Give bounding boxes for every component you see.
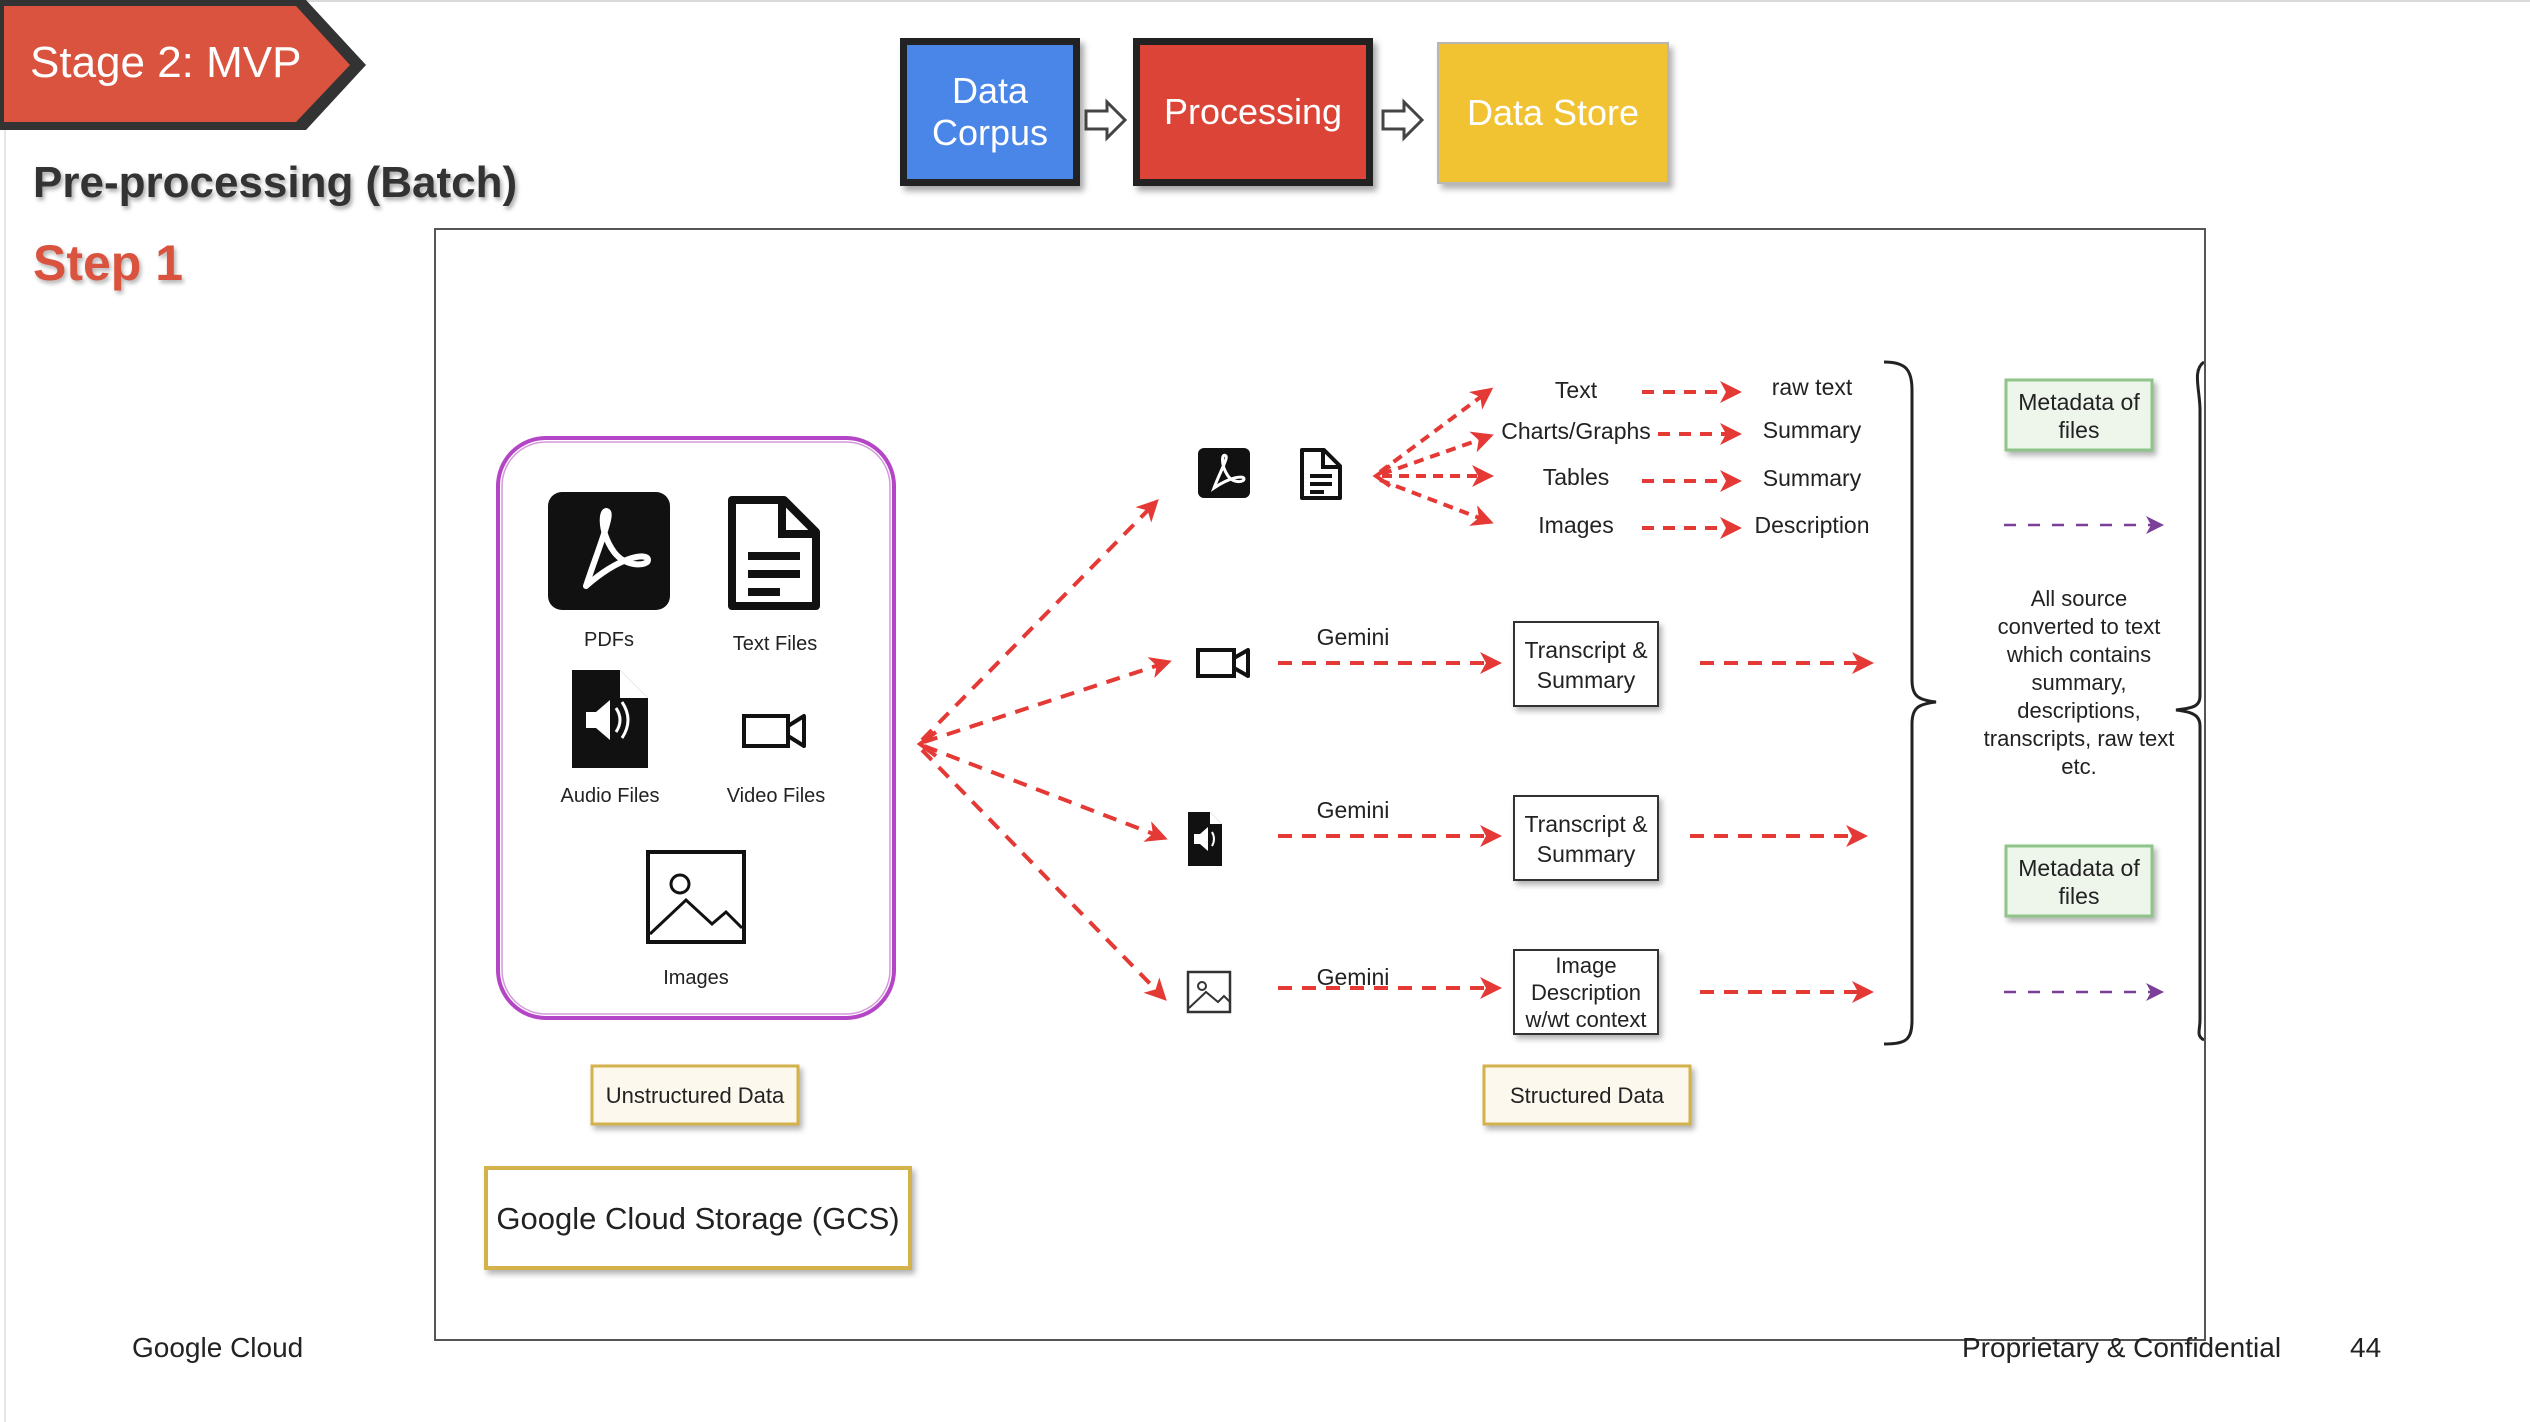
unstructured-container (496, 436, 896, 1020)
unstructured-data-box (590, 1064, 800, 1126)
audio-output-line2: Summary (1537, 841, 1636, 867)
source-label-pdfs: PDFs (584, 629, 634, 651)
video-output-line1: Transcript & (1524, 637, 1647, 663)
structured-data-label: Structured Data (1510, 1083, 1665, 1108)
source-label-audio-files: Audio Files (561, 785, 660, 807)
fanout-arrow-video (923, 657, 1172, 744)
pipeline-data-corpus: Data Corpus (900, 38, 1080, 186)
curly-brace-left (1883, 360, 1937, 1046)
summary-note-line6: transcripts, raw text (1984, 726, 2175, 751)
pdf-icon (548, 492, 670, 610)
pipeline-arrow-icon (1381, 98, 1425, 142)
pipeline-arrow-icon (1084, 98, 1128, 142)
audio-output-line1: Transcript & (1524, 811, 1647, 837)
summary-note-line7: etc. (2061, 754, 2096, 779)
diagram-frame: PDFs Text Files Audio Files Video Files (434, 228, 2206, 1341)
gemini-label-image: Gemini (1317, 964, 1390, 990)
metadata-top-line1: Metadata of (2018, 389, 2140, 415)
summary-note-line2: converted to text (1998, 614, 2161, 639)
pdf-input-charts: Charts/Graphs (1501, 418, 1651, 444)
step-label: Step 1 (33, 235, 184, 291)
document-icon (1300, 448, 1342, 500)
summary-note-line3: which contains (2006, 642, 2151, 667)
image-output-line2: Description (1531, 980, 1641, 1005)
video-camera-icon (742, 714, 806, 748)
audio-file-icon (572, 670, 648, 768)
summary-note-line4: summary, (2032, 670, 2127, 695)
page-number: 44 (2350, 1332, 2382, 1363)
pdf-input-tables: Tables (1543, 464, 1609, 490)
image-icon (1186, 970, 1232, 1014)
pipeline-data-store: Data Store (1437, 42, 1669, 184)
metadata-box-top (2004, 378, 2154, 452)
stage-title: Stage 2: MVP (30, 38, 302, 87)
pdf-output-description: Description (1754, 512, 1869, 538)
unstructured-data-label: Unstructured Data (606, 1083, 785, 1108)
image-output-box (1513, 949, 1659, 1035)
gemini-label-audio: Gemini (1317, 797, 1390, 823)
image-output-line3: w/wt context (1524, 1007, 1646, 1032)
footer-confidential: Proprietary & Confidential (1962, 1332, 2282, 1363)
video-output-box (1513, 621, 1659, 707)
pdf-output-raw-text: raw text (1772, 374, 1853, 400)
curly-brace-right (2175, 360, 2204, 1042)
pdf-input-text: Text (1555, 377, 1598, 403)
section-subtitle: Pre-processing (Batch) (33, 158, 518, 207)
summary-note-line1: All source (2031, 586, 2128, 611)
pdf-output-summary-charts: Summary (1763, 417, 1862, 443)
source-label-text-files: Text Files (733, 633, 817, 655)
metadata-bottom-line1: Metadata of (2018, 855, 2140, 881)
source-label-images: Images (663, 967, 729, 989)
footer-brand: Google Cloud (132, 1332, 304, 1363)
summary-note-line5: descriptions, (2017, 698, 2141, 723)
gemini-label-video: Gemini (1317, 624, 1390, 650)
video-camera-icon (1196, 648, 1250, 678)
metadata-top-line2: files (2059, 417, 2100, 443)
source-label-video-files: Video Files (727, 785, 826, 807)
gcs-box (484, 1166, 912, 1270)
pdf-output-summary-tables: Summary (1763, 465, 1862, 491)
metadata-bottom-line2: files (2059, 883, 2100, 909)
fanout-arrow-pdf (920, 499, 1159, 742)
fanout-arrow-image (920, 748, 1167, 1001)
pipeline-processing: Processing (1133, 38, 1373, 186)
image-icon (646, 850, 746, 944)
pdf-icon (1198, 448, 1250, 498)
fanout-arrow-audio (923, 744, 1168, 842)
document-icon (728, 496, 820, 610)
pipeline-data-corpus-label: Data Corpus (931, 70, 1049, 153)
audio-file-icon (1188, 812, 1222, 866)
gcs-label: Google Cloud Storage (GCS) (496, 1201, 899, 1236)
left-rule (4, 0, 6, 1422)
stage-banner (0, 0, 366, 130)
top-rule (0, 0, 2530, 2)
image-output-line1: Image (1555, 953, 1616, 978)
metadata-box-bottom (2004, 844, 2154, 918)
architecture-diagram: PDFs Text Files Audio Files Video Files (484, 360, 2204, 1270)
video-output-line2: Summary (1537, 667, 1636, 693)
audio-output-box (1513, 795, 1659, 881)
pdf-input-images: Images (1538, 512, 1613, 538)
structured-data-box (1482, 1064, 1692, 1126)
